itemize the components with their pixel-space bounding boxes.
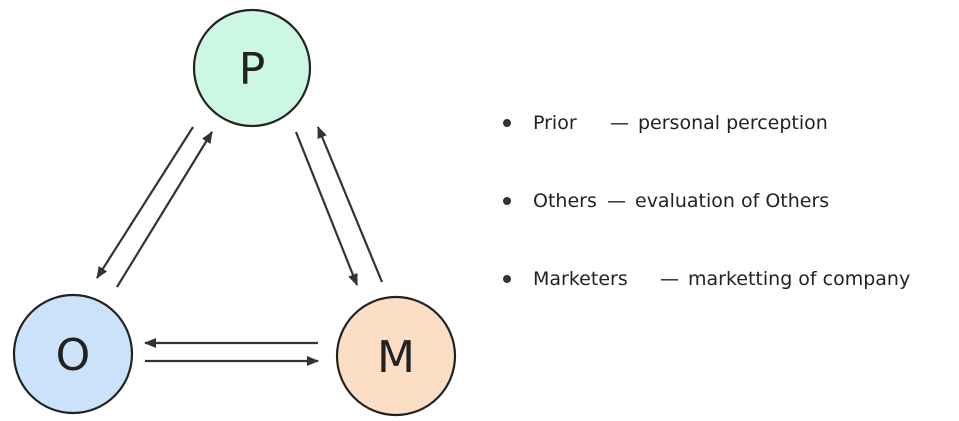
pom-diagram: P O M <box>12 8 457 417</box>
legend-description: personal perception <box>638 112 828 134</box>
bullet-icon <box>503 197 511 205</box>
node-p: P <box>192 8 312 128</box>
node-m-circle <box>335 295 457 417</box>
legend-dash: — <box>607 190 626 212</box>
legend-term: Others <box>533 190 597 212</box>
arrow-m-to-p <box>316 126 384 283</box>
legend-dash: — <box>660 268 679 290</box>
node-p-label: P <box>239 44 266 95</box>
arrow-p-to-o <box>96 126 194 279</box>
node-o-label: O <box>56 330 91 381</box>
bullet-icon <box>503 119 511 127</box>
legend-item-prior: Prior — personal perception <box>503 112 828 134</box>
node-m: M <box>335 295 457 417</box>
legend-description: marketting of company <box>688 268 911 290</box>
bullet-icon <box>503 275 511 283</box>
node-m-label: M <box>377 332 415 383</box>
arrow-p-to-m <box>294 131 359 286</box>
legend-term: Prior <box>533 112 577 134</box>
legend-dash: — <box>610 112 629 134</box>
legend-description: evaluation of Others <box>635 190 830 212</box>
node-o: O <box>12 293 134 415</box>
legend-item-marketers: Marketers — marketting of company <box>503 268 910 290</box>
node-o-circle <box>12 293 134 415</box>
arrow-o-to-p <box>116 131 213 288</box>
legend-item-others: Others — evaluation of Others <box>503 190 829 212</box>
legend-term: Marketers <box>533 268 628 290</box>
node-p-circle <box>192 8 312 128</box>
